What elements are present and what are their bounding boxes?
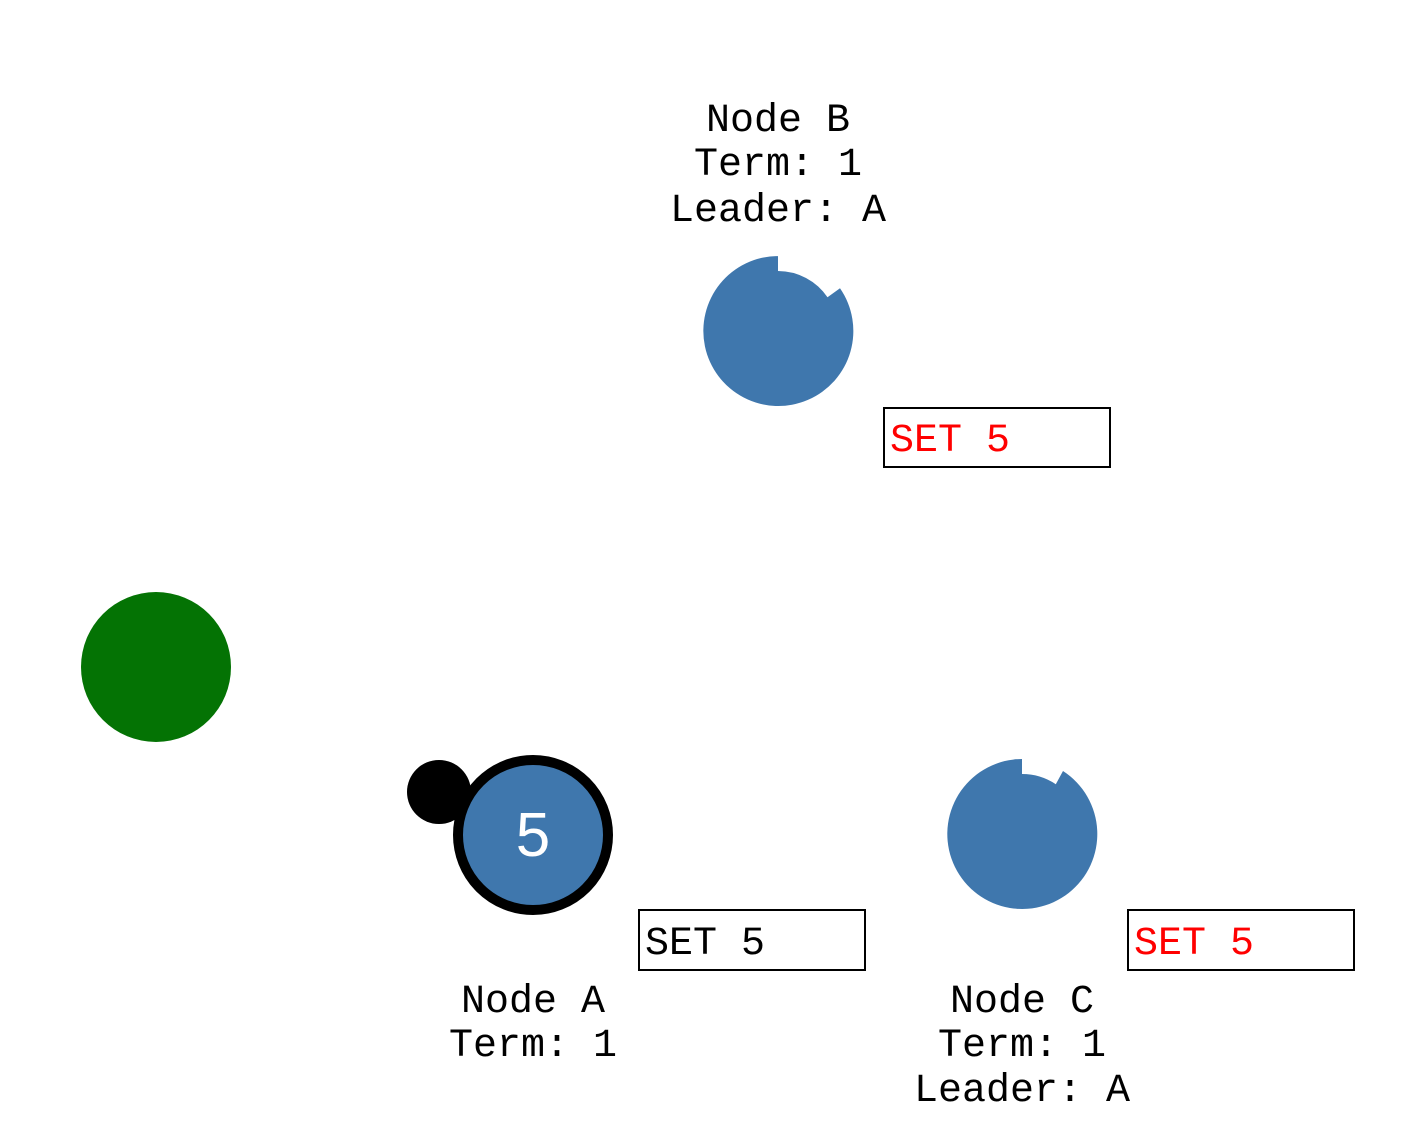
node-a: 5 SET 5 Node A Term: 1 (407, 755, 866, 1069)
client-node (81, 592, 231, 742)
node-a-log-entry (638, 909, 866, 971)
node-b-leader: Leader: A (670, 189, 886, 234)
node-b: Node B Term: 1 Leader: A SET 5 (670, 99, 1111, 468)
node-b-name: Node B (706, 99, 850, 144)
node-a-name: Node A (461, 980, 605, 1025)
node-b-log-entry (883, 407, 1111, 468)
node-c-log-text: SET 5 (1134, 922, 1254, 967)
node-c-name: Node C (950, 980, 1094, 1025)
node-c-timeout-circle (947, 759, 1098, 909)
node-c: SET 5 Node C Term: 1 Leader: A (914, 759, 1355, 1114)
node-a-term: Term: 1 (449, 1024, 617, 1069)
node-a-log-text: SET 5 (645, 922, 765, 967)
node-c-leader: Leader: A (914, 1069, 1130, 1114)
node-a-value: 5 (516, 801, 550, 870)
node-c-log-entry (1127, 909, 1355, 971)
node-c-term: Term: 1 (938, 1024, 1106, 1069)
node-b-term: Term: 1 (694, 143, 862, 188)
node-b-log-text: SET 5 (890, 419, 1010, 464)
node-a-circle (453, 755, 613, 915)
heartbeat-message (407, 760, 471, 824)
node-b-timeout-circle (703, 255, 854, 406)
